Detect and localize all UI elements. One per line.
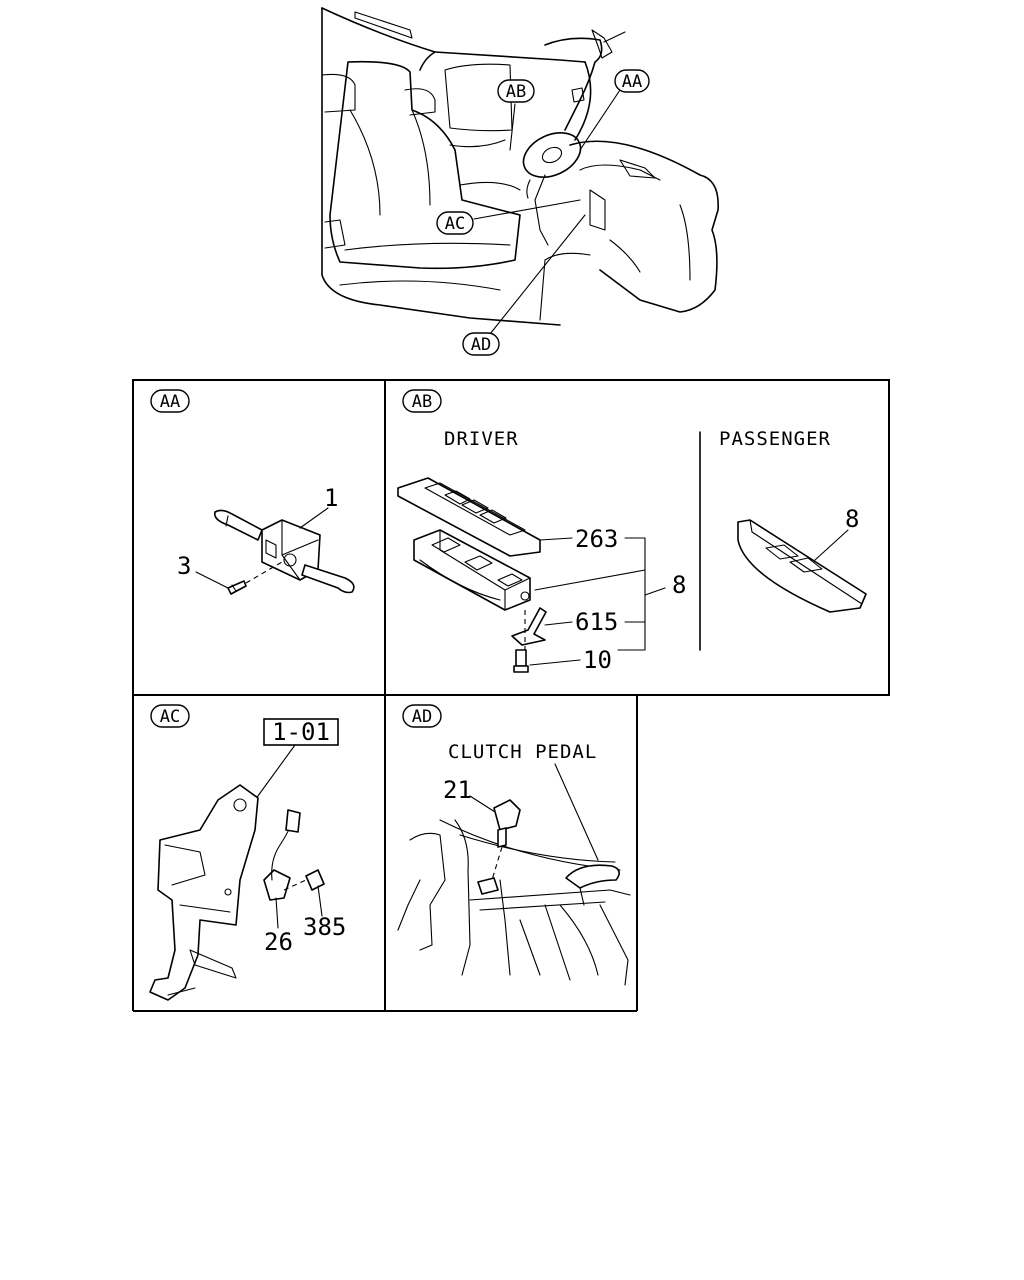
screw-385-drawing <box>283 869 325 891</box>
brake-switch-26-drawing <box>263 809 301 901</box>
panel-ab-leaders <box>529 537 666 666</box>
part-number-385: 385 <box>303 913 346 941</box>
part-number-3: 3 <box>177 552 191 580</box>
cab-interior-overview <box>321 7 719 326</box>
leader-part-3 <box>195 571 229 589</box>
part-number-1: 1 <box>324 484 338 512</box>
svg-text:AD: AD <box>471 335 491 355</box>
callout-aa: AA <box>614 69 650 93</box>
panel-ad-tag: AD <box>402 704 442 728</box>
leader-part-1 <box>299 507 329 529</box>
leader-part-385 <box>317 885 323 917</box>
part-number-10: 10 <box>583 646 612 674</box>
screw-3-drawing <box>227 561 283 595</box>
callout-ad: AD <box>462 332 500 356</box>
svg-text:AB: AB <box>506 82 526 102</box>
passenger-label: PASSENGER <box>719 428 831 450</box>
part-number-21: 21 <box>443 776 472 804</box>
clutch-pedal-area-drawing <box>397 819 631 986</box>
panel-aa-tag: AA <box>150 389 190 413</box>
leader-part-26 <box>275 897 279 929</box>
driver-switch-assembly-drawing <box>413 529 531 611</box>
part-number-615: 615 <box>575 608 618 636</box>
panel-aa: AA 1 3 <box>150 389 355 595</box>
clutch-pedal-label: CLUTCH PEDAL <box>448 741 597 763</box>
leader-reference-1-01 <box>254 744 296 801</box>
panel-ac-tag: AC <box>150 704 190 728</box>
panel-frames <box>132 379 890 1012</box>
callout-ac: AC <box>436 211 474 235</box>
panel-ab: AB DRIVER PASSENGER <box>397 389 867 674</box>
svg-text:AB: AB <box>412 392 432 412</box>
clip-615-drawing <box>511 607 547 650</box>
driver-label: DRIVER <box>444 428 519 450</box>
callout-ab: AB <box>497 79 535 103</box>
part-number-8-driver: 8 <box>672 571 686 599</box>
svg-text:AC: AC <box>160 707 180 727</box>
reference-box-1-01: 1-01 <box>263 718 339 746</box>
panel-ab-tag: AB <box>402 389 442 413</box>
svg-text:AA: AA <box>160 392 180 412</box>
overview-leaders <box>473 89 621 335</box>
panel-ad: AD CLUTCH PEDAL 21 <box>397 704 631 986</box>
leader-clutch-pedal <box>554 763 599 861</box>
part-number-8-passenger: 8 <box>845 505 859 533</box>
driver-bezel-drawing <box>397 477 541 557</box>
svg-text:AC: AC <box>445 214 465 234</box>
pedal-bracket-drawing <box>149 784 259 1001</box>
svg-text:AA: AA <box>622 72 642 92</box>
panel-ac: AC 1-01 26 385 <box>149 704 346 1001</box>
part-number-263: 263 <box>575 525 618 553</box>
clutch-switch-21-drawing <box>477 799 521 895</box>
part-number-26: 26 <box>264 928 293 956</box>
passenger-switch-drawing <box>737 519 867 613</box>
svg-text:AD: AD <box>412 707 432 727</box>
leader-part-21 <box>469 795 496 813</box>
svg-text:1-01: 1-01 <box>272 718 330 746</box>
screw-10-drawing <box>513 649 529 673</box>
combination-switch-drawing <box>213 509 355 594</box>
